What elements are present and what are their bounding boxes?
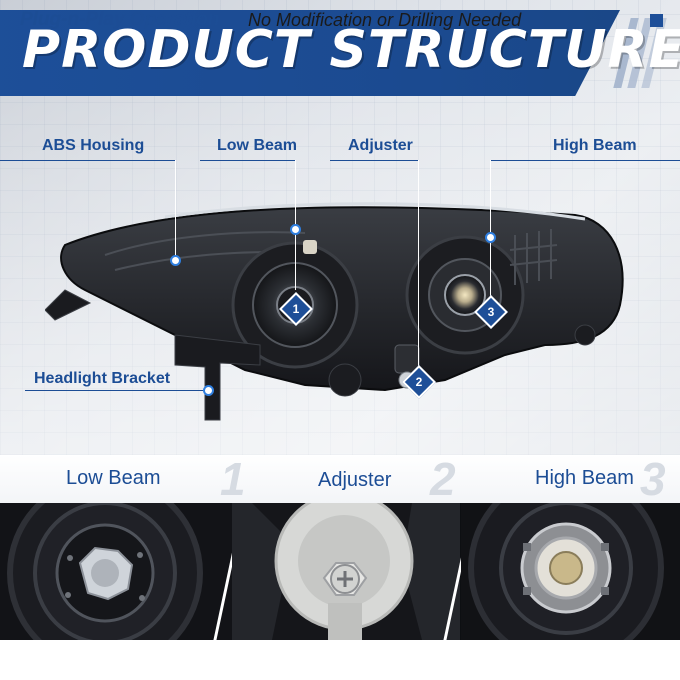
detail-number-two: 2 (430, 453, 456, 505)
high-beam-point (485, 232, 496, 243)
detail-label-adjuster: Adjuster (318, 469, 392, 491)
high-beam-underline (490, 160, 680, 161)
square-bullet-icon (650, 14, 663, 27)
footer-note-text: No Modification or Drilling Needed (248, 10, 522, 30)
abs-housing-leader (175, 160, 176, 260)
footer-bar (0, 640, 680, 680)
low-beam-detail-photo (0, 503, 232, 640)
high-beam-leader (490, 160, 491, 300)
headlight-bracket-underline (25, 390, 205, 391)
detail-labels-band (0, 455, 680, 503)
low-beam-underline (200, 160, 295, 161)
abs-housing-label: ABS Housing (42, 137, 145, 154)
detail-number-three: 3 (640, 453, 666, 505)
low-beam-label: Low Beam (217, 137, 298, 154)
headlight-bracket-point (203, 385, 214, 396)
abs-housing-underline (0, 160, 175, 161)
detail-label-high-beam: High Beam (535, 467, 634, 489)
adjuster-label: Adjuster (348, 137, 413, 154)
adjuster-leader (418, 160, 419, 370)
low-beam-point (290, 224, 301, 235)
detail-label-low-beam: Low Beam (66, 467, 161, 489)
title-banner (0, 10, 620, 96)
page-title: PRODUCT STRUCTURE (22, 20, 680, 80)
detail-photos (0, 503, 680, 640)
headlight-bracket-label: Headlight Bracket (34, 370, 171, 387)
headlight-illustration (45, 202, 624, 421)
high-beam-detail-photo (461, 503, 680, 640)
high-beam-label: High Beam (553, 137, 637, 154)
adjuster-underline (330, 160, 418, 161)
footer-feature-text: Plug-n-Play Operation (20, 9, 220, 30)
abs-housing-point (170, 255, 181, 266)
adjuster-detail-photo (232, 503, 460, 640)
detail-number-one: 1 (220, 453, 246, 505)
